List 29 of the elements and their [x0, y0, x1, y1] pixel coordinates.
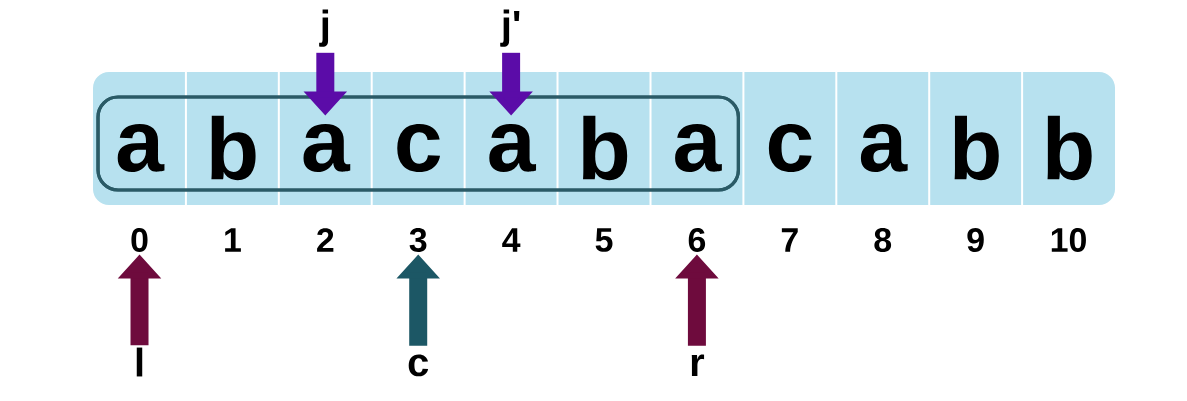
index-number: 1 [225, 228, 241, 252]
pointer-label: j [319, 9, 329, 47]
pointer-label: j' [500, 9, 520, 47]
letter-cell: c [397, 124, 440, 172]
index-number: 8 [874, 228, 892, 252]
index-number: 5 [595, 228, 613, 252]
letter-cell: b [954, 115, 999, 181]
index-number: 3 [409, 227, 427, 252]
index-number: 0 [131, 228, 148, 252]
pointer-label: l [136, 347, 143, 377]
pointer-label: c [408, 354, 429, 377]
letter-cell: b [211, 115, 256, 181]
letter-cell: b [583, 115, 628, 181]
index-number: 9 [967, 228, 984, 252]
letter-cell: a [117, 124, 165, 172]
index-number: 2 [317, 228, 334, 252]
index-number: 10 [1051, 228, 1086, 252]
pointer-label: r [691, 354, 705, 376]
letter-cell: a [489, 124, 537, 172]
index-number: 4 [502, 228, 521, 252]
index-number: 6 [688, 228, 706, 252]
letter-cell: a [303, 124, 351, 172]
index-number: 7 [781, 228, 798, 252]
letter-cell: b [1047, 115, 1092, 181]
letter-cell: c [768, 124, 812, 172]
window-outline [96, 95, 740, 192]
letter-cell: a [860, 124, 908, 172]
array-band [93, 72, 1116, 205]
letter-cell: a [675, 124, 722, 172]
